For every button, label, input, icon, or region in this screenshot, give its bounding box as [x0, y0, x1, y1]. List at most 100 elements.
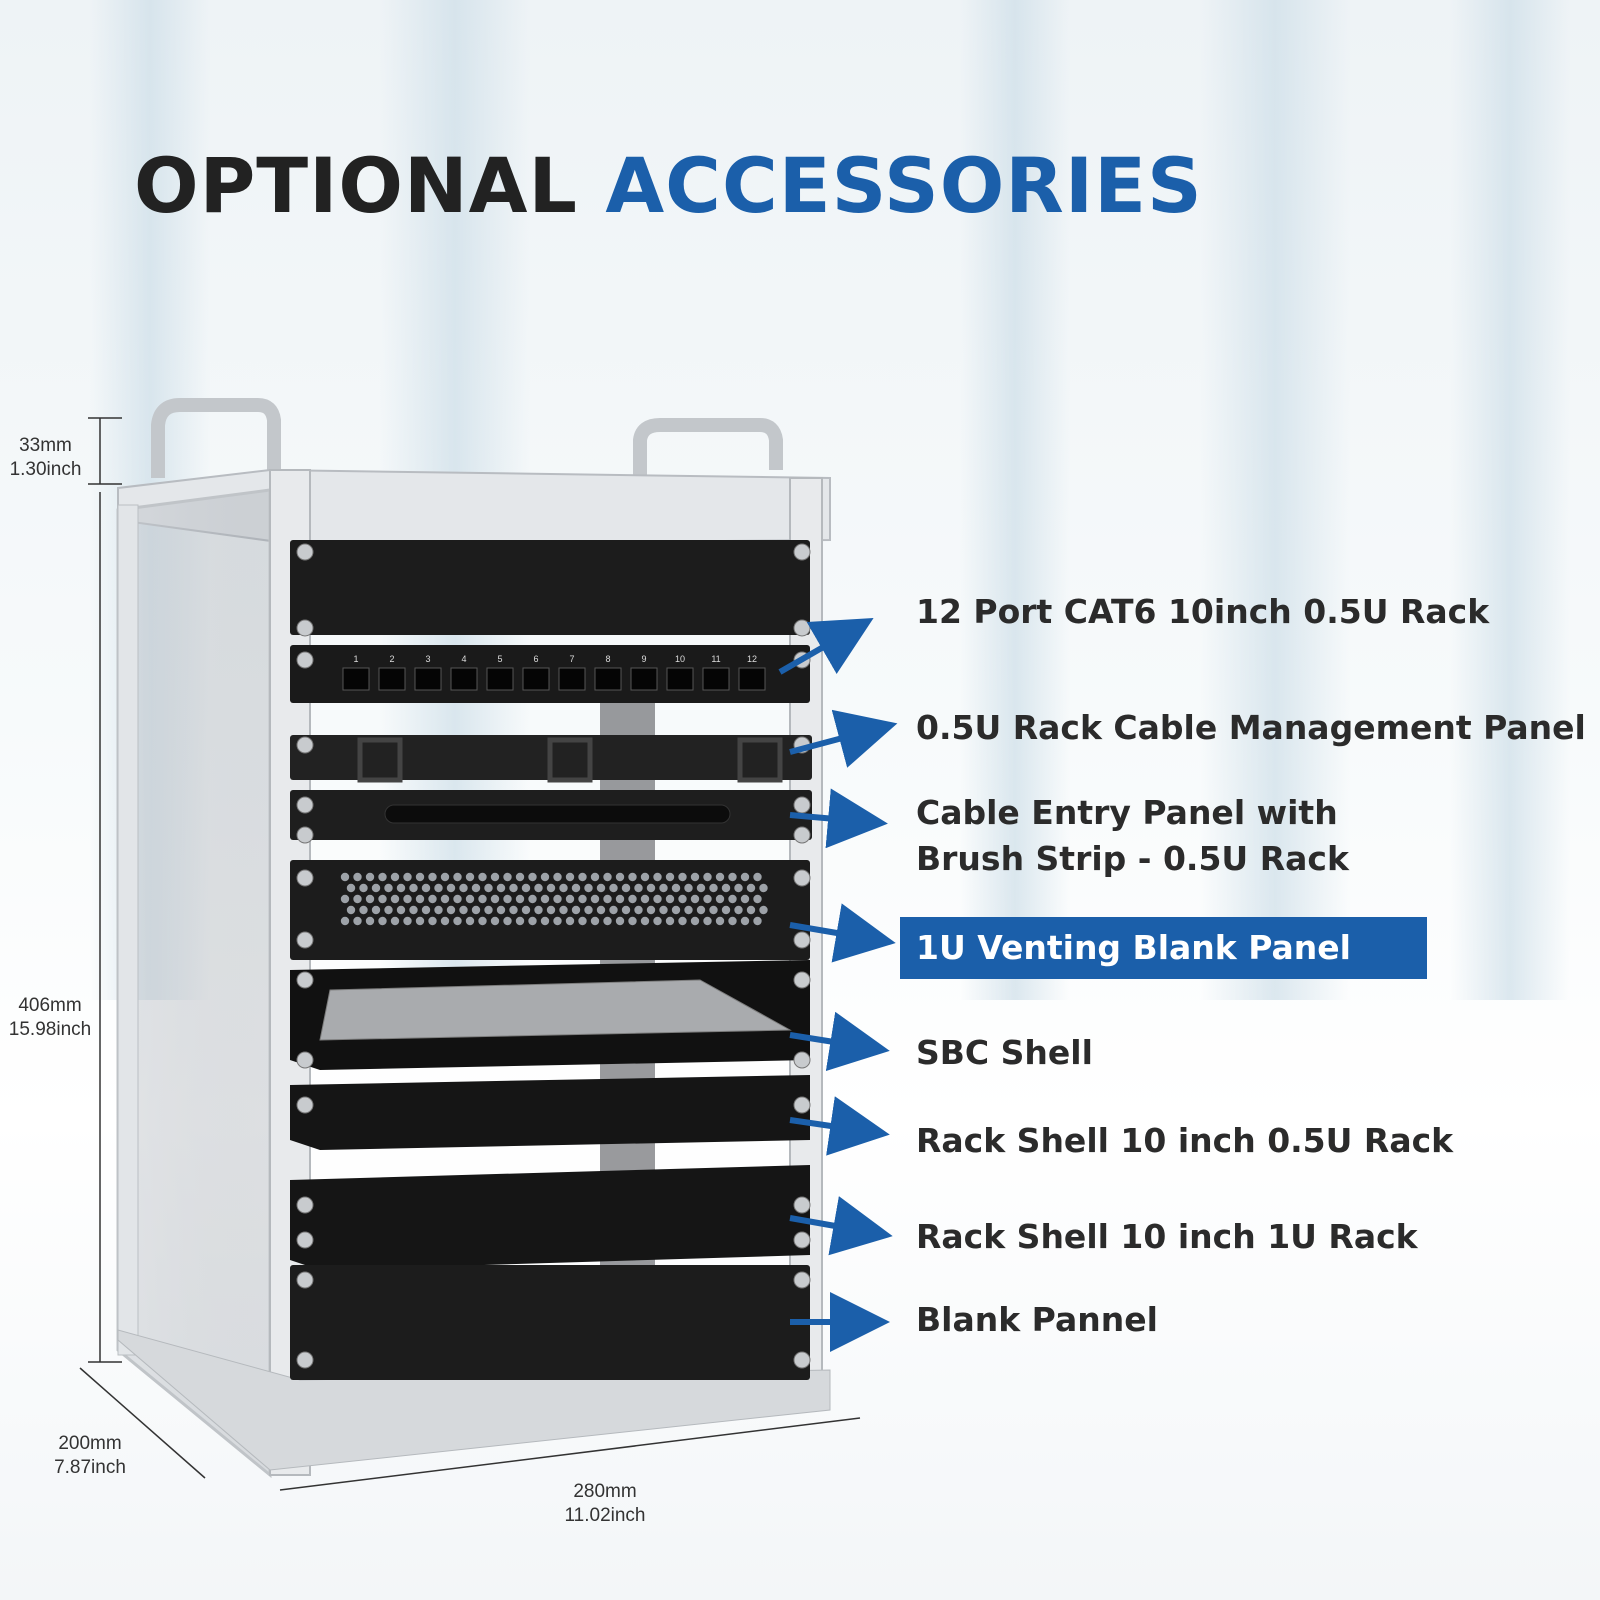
vent-hole: [678, 894, 687, 904]
vent-hole: [671, 883, 681, 893]
vent-hole: [521, 883, 531, 893]
patch-port-number: 10: [675, 654, 685, 664]
vent-hole: [628, 872, 637, 882]
vent-hole: [696, 883, 706, 893]
vent-hole: [384, 905, 393, 915]
vent-hole: [415, 894, 425, 904]
vent-hole: [609, 905, 618, 915]
vent-hole: [690, 916, 700, 926]
patch-port-number: 5: [497, 654, 502, 664]
vent-hole: [603, 916, 612, 926]
vent-hole: [703, 872, 712, 882]
bottom-blank-panel: [290, 1265, 810, 1380]
vent-hole: [534, 905, 543, 915]
patch-port: [666, 667, 694, 691]
vent-hole: [565, 894, 575, 904]
screw: [296, 971, 314, 989]
vent-hole: [371, 905, 381, 915]
screw: [296, 1051, 314, 1069]
vent-hole: [734, 905, 743, 915]
vent-hole: [603, 872, 612, 882]
dimension-depth-mm: 200mm: [58, 1433, 122, 1454]
vent-hole: [634, 905, 643, 915]
screw: [793, 1231, 811, 1249]
vent-hole: [353, 872, 362, 882]
vent-hole: [396, 883, 406, 893]
vent-hole: [734, 883, 743, 893]
vent-hole: [590, 916, 600, 926]
accessory-label-shelf-one-u: Rack Shell 10 inch 1U Rack: [916, 1217, 1418, 1256]
vent-hole: [453, 894, 462, 904]
patch-port: [378, 667, 406, 691]
vent-hole: [434, 905, 443, 915]
vent-hole: [403, 894, 412, 904]
screw: [793, 1351, 811, 1369]
shelf-half-u: [290, 1075, 810, 1150]
vent-hole: [346, 883, 356, 893]
patch-port-number: 6: [533, 654, 538, 664]
bottom-frame: [117, 1329, 831, 1471]
vent-hole: [715, 916, 725, 926]
vent-hole: [346, 905, 356, 915]
vent-hole: [653, 872, 662, 882]
vent-hole: [678, 872, 687, 882]
screw: [296, 543, 314, 561]
vent-hole: [359, 883, 368, 893]
vent-hole: [728, 916, 737, 926]
patch-port: [702, 667, 730, 691]
vent-hole: [671, 905, 681, 915]
vent-hole: [515, 916, 525, 926]
cable-ring: [737, 737, 783, 783]
vent-hole: [365, 894, 375, 904]
vent-hole: [390, 916, 400, 926]
vent-hole: [403, 872, 412, 882]
vent-hole: [434, 883, 443, 893]
vent-hole: [559, 905, 568, 915]
vent-hole: [628, 916, 637, 926]
vent-hole: [446, 883, 456, 893]
vent-hole: [371, 883, 381, 893]
accessory-label-brush-strip-line2: Brush Strip - 0.5U Rack: [916, 839, 1349, 878]
vent-hole: [628, 894, 637, 904]
dimension-top-gap-mm: 33mm: [19, 435, 72, 456]
vent-hole: [665, 872, 675, 882]
screw: [296, 651, 314, 669]
vent-hole: [721, 905, 731, 915]
vent-hole: [490, 894, 500, 904]
shelf-one-u: [290, 1165, 810, 1270]
arrow-shelf-one-u: [789, 1196, 893, 1256]
patch-port: [522, 667, 550, 691]
vent-hole: [721, 883, 731, 893]
patch-port-number: 8: [605, 654, 610, 664]
arrow-cable-management: [789, 709, 898, 768]
patch-port: [486, 667, 514, 691]
dimension-top-gap-inch: 1.30inch: [9, 459, 82, 480]
vent-hole: [646, 883, 656, 893]
cable-ring: [357, 737, 403, 783]
vent-hole: [453, 872, 462, 882]
vent-hole: [753, 872, 762, 882]
vent-hole: [553, 894, 562, 904]
screw: [296, 931, 314, 949]
patch-port-number: 2: [389, 654, 394, 664]
vent-hole: [659, 905, 668, 915]
accessory-label-shelf-half-u: Rack Shell 10 inch 0.5U Rack: [916, 1121, 1454, 1160]
vent-hole: [390, 894, 400, 904]
vent-hole: [753, 916, 762, 926]
vent-hole: [365, 916, 375, 926]
vent-hole: [384, 883, 393, 893]
vent-hole: [484, 905, 493, 915]
vent-hole: [728, 872, 737, 882]
accessory-label-venting-panel: 1U Venting Blank Panel: [900, 917, 1427, 979]
vent-hole: [578, 916, 587, 926]
patch-port: [414, 667, 442, 691]
vent-hole: [503, 872, 512, 882]
screw: [296, 1231, 314, 1249]
vent-hole: [571, 883, 581, 893]
accessory-label-sbc-shell: SBC Shell: [916, 1033, 1093, 1072]
vent-hole: [703, 894, 712, 904]
vent-hole: [596, 905, 606, 915]
vent-hole: [465, 894, 475, 904]
vent-hole: [465, 872, 475, 882]
